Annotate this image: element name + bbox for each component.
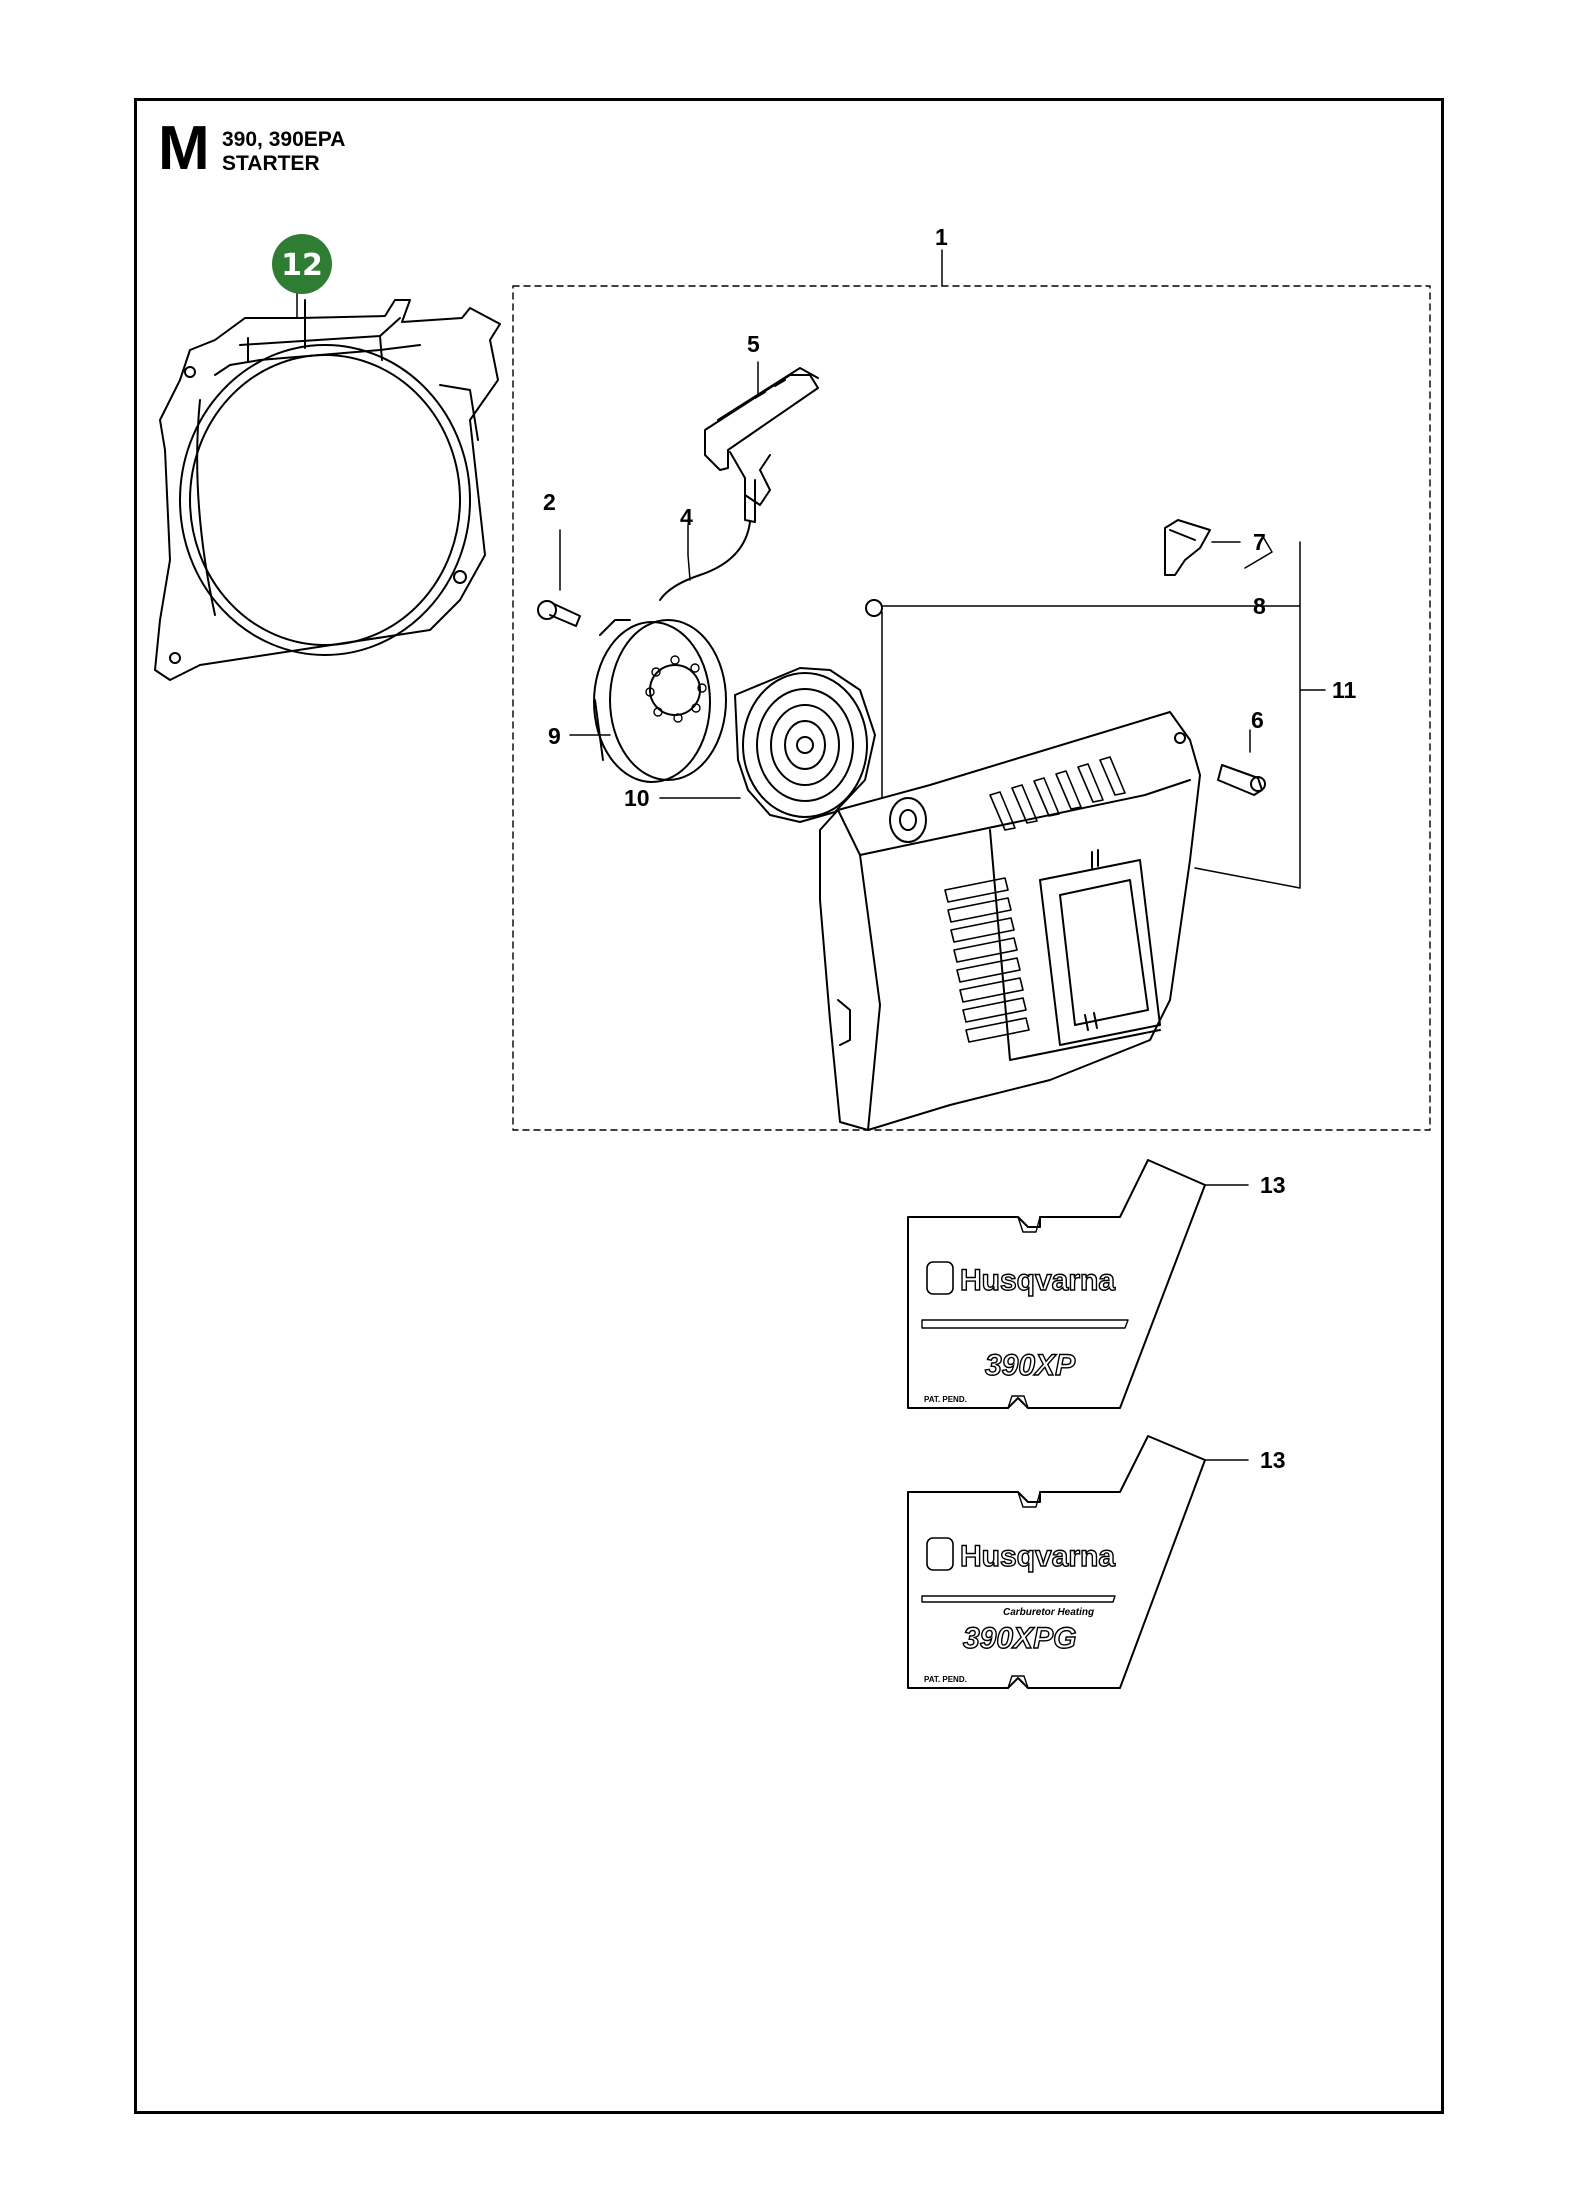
callout-1: 1: [935, 224, 948, 250]
screw-part-2: [537, 600, 581, 627]
fan-housing-part: [154, 299, 501, 681]
callout-5: 5: [747, 331, 760, 357]
decal-390xpg-part: [907, 1435, 1206, 1689]
decal-1-model: 390XP: [985, 1349, 1076, 1382]
decal-390xp-part: [907, 1159, 1206, 1409]
callout-7: 7: [1253, 529, 1266, 555]
nozzle-part-7: [1164, 519, 1211, 576]
callout-9: 9: [548, 723, 561, 749]
screw-part-6: [1217, 764, 1266, 796]
decal-2-subtitle: Carburetor Heating: [1003, 1607, 1094, 1618]
callout-6: 6: [1251, 707, 1264, 733]
decal-2-brand: Husqvarna: [960, 1540, 1115, 1573]
decal-1-brand: Husqvarna: [960, 1264, 1115, 1297]
pulley-part: [593, 619, 727, 783]
reference-badge: [272, 234, 332, 294]
decal-2-model: 390XPG: [963, 1622, 1076, 1655]
decal-2-footnote: PAT. PEND.: [924, 1675, 967, 1684]
starter-handle-part: [659, 367, 819, 601]
callout-13-top: 13: [1260, 1172, 1286, 1198]
model-title: 390, 390EPA: [222, 128, 346, 151]
decal-1-footnote: PAT. PEND.: [924, 1395, 967, 1404]
callout-13-bottom: 13: [1260, 1447, 1286, 1473]
reference-badge-label: 12: [281, 248, 323, 283]
callout-4: 4: [680, 504, 693, 530]
callout-11: 11: [1332, 677, 1357, 703]
callout-2: 2: [543, 489, 556, 515]
section-letter: M: [158, 114, 210, 183]
callout-10: 10: [624, 785, 650, 811]
recoil-spring-part: [734, 667, 876, 823]
section-title: STARTER: [222, 152, 320, 175]
starter-cover-part: [819, 711, 1201, 1131]
callout-8: 8: [1253, 593, 1266, 619]
page-frame: [134, 98, 1444, 2114]
nut-part-8: [865, 599, 883, 617]
